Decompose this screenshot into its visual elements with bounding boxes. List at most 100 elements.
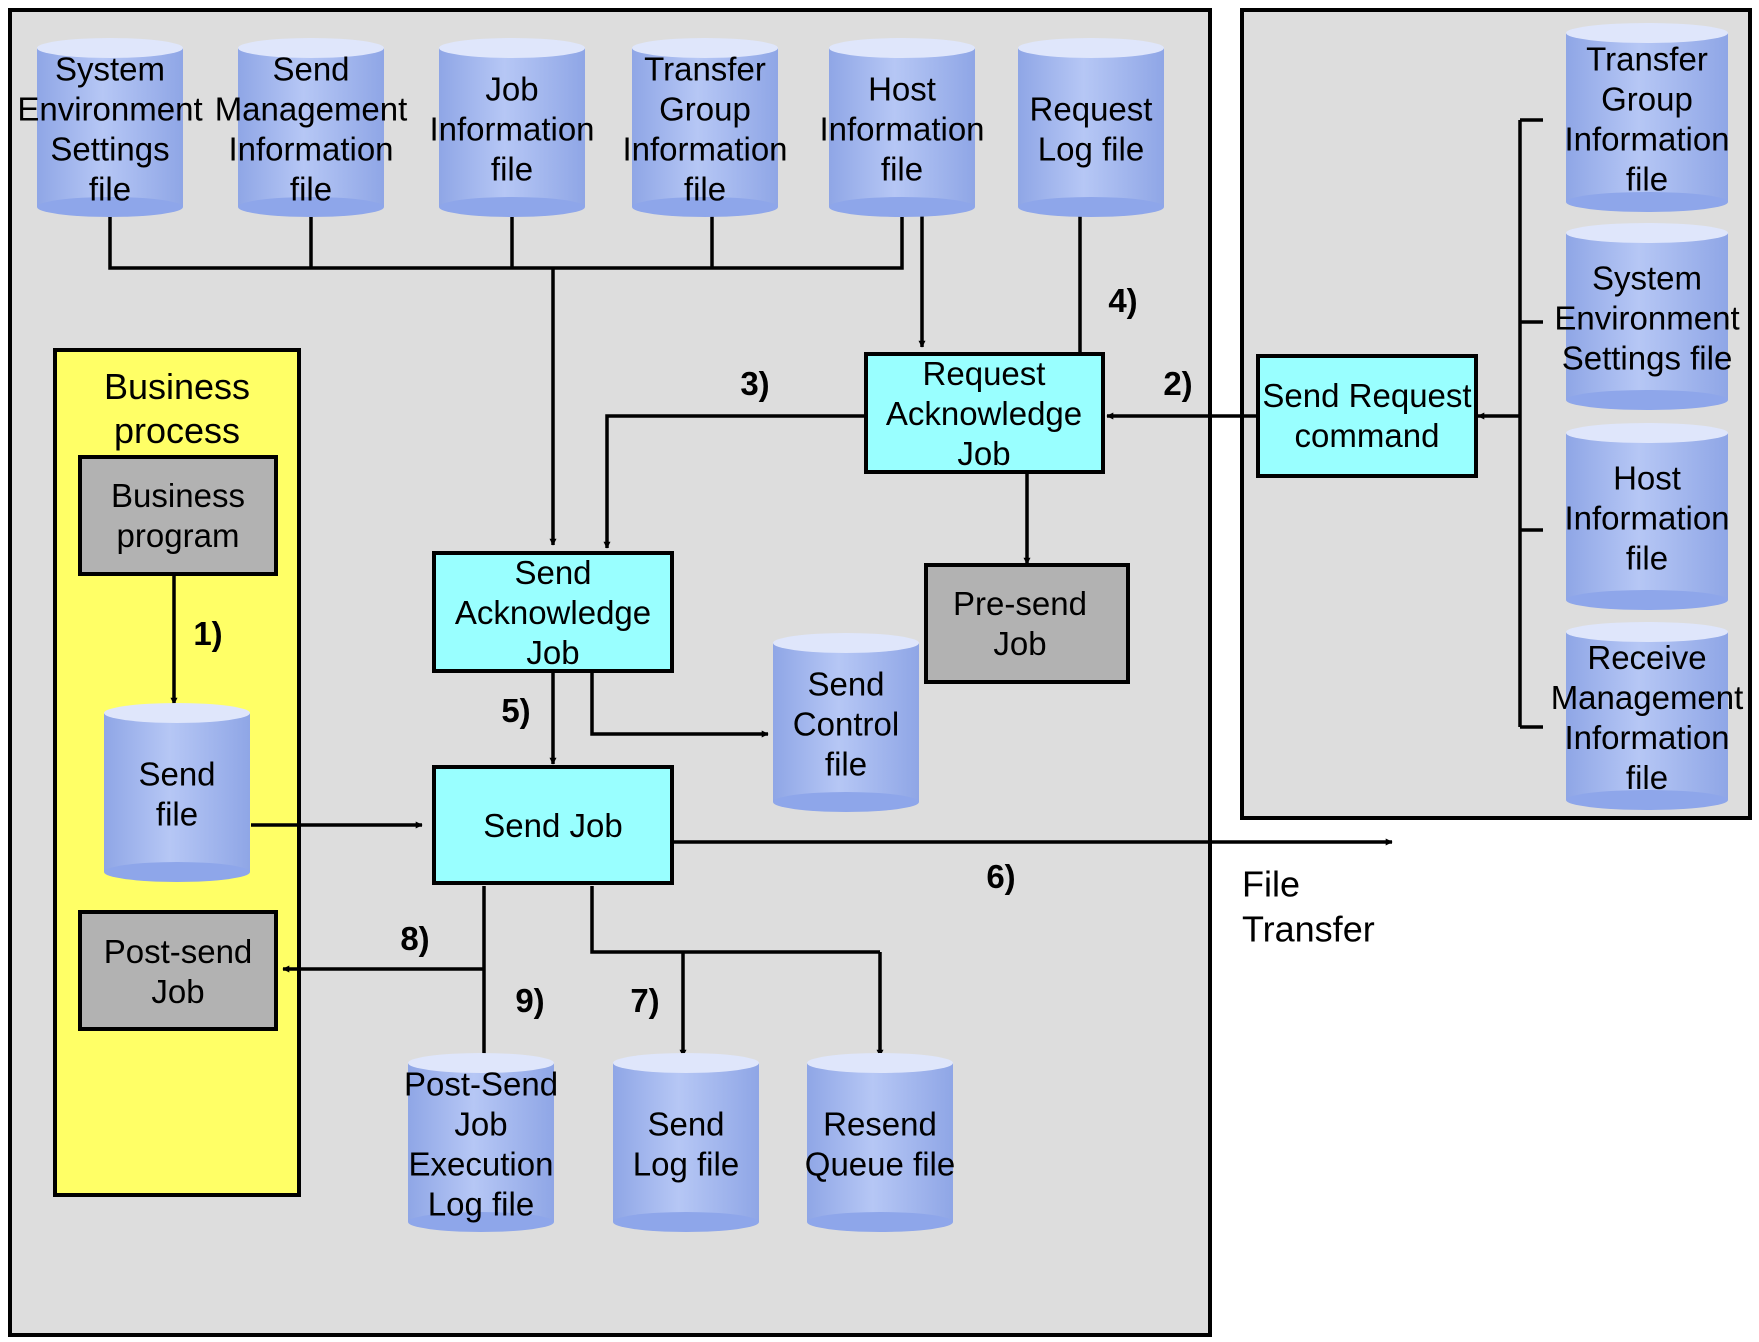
text-line: file [684,171,726,208]
send-management-information-file-body [238,48,384,207]
text-line: Settings [50,131,169,168]
text-line: Control [793,706,899,743]
host-information-file-left-base [829,197,975,217]
post-send-job-box[interactable] [78,910,278,1031]
send-management-information-file-base [238,197,384,217]
text-line: Send [807,666,884,703]
text-line: Transfer [1242,909,1375,950]
send-request-command-box[interactable] [1256,354,1478,478]
text-line: Send [272,51,349,88]
text-line: Log file [633,1146,739,1183]
text-line: Host [868,71,936,108]
step-5-label: 5) [501,692,530,729]
text-line: Receive [1587,639,1706,676]
text-line: Send [138,756,215,793]
transfer-group-information-file-left-lid [632,38,778,58]
send-file-body [104,713,250,872]
host-information-file-left-lid [829,38,975,58]
send-job-box[interactable] [432,765,674,885]
post-send-job-execution-log-file-base [408,1212,554,1232]
text-line: file [156,796,198,833]
host-information-file-right-lid [1566,423,1728,443]
text-line: Transfer [1586,41,1708,78]
step-2-label: 2) [1163,365,1192,402]
text-line: Send [647,1106,724,1143]
resend-queue-file-lid [807,1053,953,1073]
job-information-file-lid [439,38,585,58]
text-line: Send Job [483,807,622,844]
host-information-file-left-body [829,48,975,207]
send-acknowledge-job-box[interactable] [432,551,674,673]
step-8-label: 8) [400,920,429,957]
text-line: file [825,746,867,783]
text-line: Acknowledge [886,395,1082,432]
resend-queue-file-body [807,1063,953,1222]
text-line: program [117,517,240,554]
text-line: file [89,171,131,208]
business-program-box[interactable] [78,455,278,576]
step-4-label: 4) [1108,282,1137,319]
text-line: Information [429,111,594,148]
request-log-file-body [1018,48,1164,207]
text-line: file [1626,161,1668,198]
text-line: file [881,151,923,188]
text-line: Management [1551,679,1744,716]
step-7-label: 7) [630,982,659,1019]
text-line: Information [1564,121,1729,158]
transfer-group-information-file-right-base [1566,192,1728,212]
host-information-file-right-body [1566,433,1728,600]
job-information-file-body [439,48,585,207]
text-line: Environment [17,91,202,128]
text-line: Transfer [644,51,766,88]
post-send-job-execution-log-file-lid [408,1053,554,1073]
request-acknowledge-job-box[interactable] [864,352,1105,474]
text-line: Business [111,477,245,514]
post-send-job-execution-log-file-body [408,1063,554,1222]
text-line: Information [1564,500,1729,537]
text-line: Group [1601,81,1693,118]
text-line: Resend [823,1106,937,1143]
text-line: Job [485,71,538,108]
send-management-information-file-lid [238,38,384,58]
step-9-label: 9) [515,982,544,1019]
text-line: Post-send [104,933,253,970]
text-line: Log file [1038,131,1144,168]
text-line: Information [622,131,787,168]
text-line: Execution [409,1146,554,1183]
send-control-file-body [773,643,919,802]
text-line: File [1242,864,1300,905]
pre-send-job-box[interactable] [924,563,1130,684]
transfer-group-information-file-left-body [632,48,778,207]
